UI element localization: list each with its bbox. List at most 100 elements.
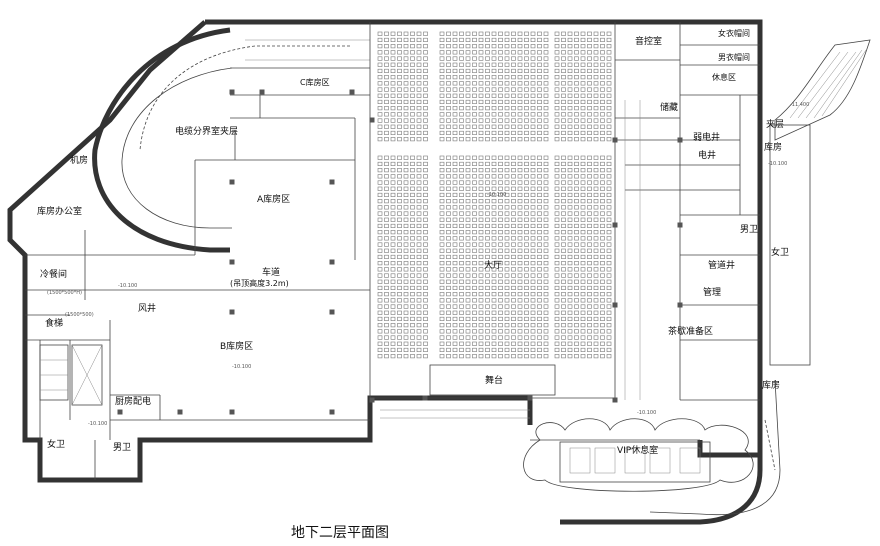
seat — [452, 298, 458, 303]
seat — [606, 137, 612, 142]
seat — [459, 254, 464, 259]
seat — [587, 50, 592, 55]
seat — [574, 50, 579, 55]
structural-column — [229, 309, 235, 315]
seat — [517, 161, 523, 166]
seat — [459, 186, 464, 191]
seat — [537, 155, 542, 160]
seat — [517, 174, 523, 179]
seat — [397, 81, 402, 86]
seat — [423, 316, 428, 322]
seat — [446, 186, 451, 191]
seat — [377, 174, 383, 179]
seat — [410, 205, 415, 210]
structural-column — [229, 89, 235, 95]
seat — [410, 186, 415, 191]
seat — [452, 81, 458, 86]
seat — [410, 93, 415, 98]
seat — [504, 44, 510, 49]
seat — [478, 168, 484, 173]
seat — [606, 230, 612, 235]
seat — [472, 242, 477, 247]
seat — [390, 304, 396, 309]
seat — [446, 248, 451, 253]
seat — [491, 81, 497, 86]
seat — [587, 118, 592, 123]
seat — [593, 161, 599, 166]
seat — [574, 99, 579, 104]
seat — [574, 31, 579, 36]
seat — [537, 192, 542, 197]
seat — [537, 205, 542, 210]
seat — [593, 217, 599, 222]
structural-column — [677, 222, 683, 228]
seat — [410, 174, 415, 179]
seat — [472, 223, 477, 228]
structural-column — [422, 395, 428, 401]
seat — [498, 316, 503, 322]
seat — [390, 75, 396, 80]
seat — [384, 285, 389, 291]
seat — [410, 354, 415, 359]
seat — [459, 242, 464, 247]
seat — [498, 75, 503, 80]
seat — [600, 211, 605, 216]
seat — [517, 298, 523, 303]
seat — [390, 285, 396, 291]
seat — [439, 347, 445, 353]
seat — [498, 248, 503, 253]
seat — [491, 75, 497, 80]
seat — [384, 279, 389, 284]
seat — [478, 223, 484, 228]
elevation-b-warehouse: -10.100 — [232, 364, 251, 370]
seat — [377, 62, 383, 67]
seat — [485, 217, 490, 222]
seat — [600, 230, 605, 235]
seat — [554, 186, 560, 191]
seat — [410, 254, 415, 259]
seat — [574, 310, 579, 315]
seat — [478, 56, 484, 61]
seat — [606, 267, 612, 272]
seat — [517, 37, 523, 43]
columns — [117, 89, 683, 415]
seat — [580, 323, 586, 328]
label-warehouse-office: 库房办公室 — [37, 205, 82, 217]
seat — [491, 217, 497, 222]
seat — [390, 267, 396, 272]
seat — [397, 298, 402, 303]
seat — [478, 205, 484, 210]
seat — [416, 137, 422, 142]
seat — [511, 44, 516, 49]
seat — [384, 192, 389, 197]
seat — [530, 335, 536, 340]
seat — [390, 335, 396, 340]
seat — [439, 192, 445, 197]
seat — [491, 211, 497, 216]
seat — [423, 155, 428, 160]
seat — [410, 118, 415, 123]
seat — [416, 230, 422, 235]
seat — [491, 354, 497, 359]
seat — [511, 354, 516, 359]
seat — [439, 279, 445, 284]
seat — [410, 217, 415, 222]
seat — [543, 186, 549, 191]
seat — [465, 248, 471, 253]
seat — [530, 304, 536, 309]
seat — [384, 56, 389, 61]
seat — [446, 323, 451, 328]
seat — [504, 174, 510, 179]
seat — [478, 292, 484, 297]
seat — [524, 174, 529, 179]
seat — [439, 199, 445, 204]
seat — [478, 137, 484, 142]
seat — [397, 124, 402, 129]
seat — [452, 254, 458, 259]
seat — [554, 248, 560, 253]
seat — [543, 211, 549, 216]
seat — [561, 304, 566, 309]
seat — [530, 130, 536, 135]
seat — [574, 180, 579, 185]
seat — [587, 205, 592, 210]
